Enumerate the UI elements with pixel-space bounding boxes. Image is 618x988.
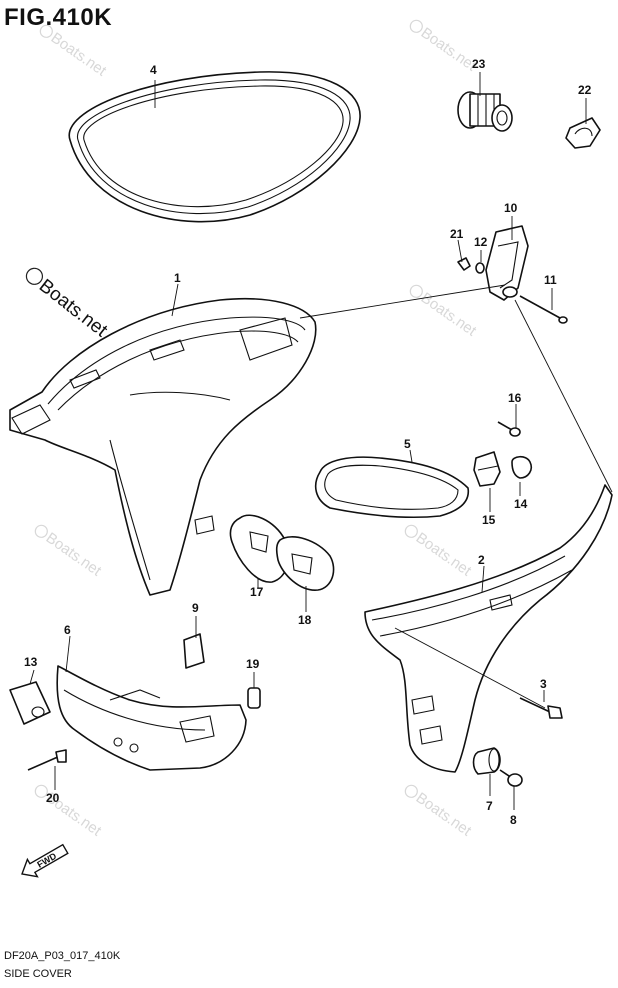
watermark: Boats.net: [34, 524, 105, 580]
callout-11: 11: [544, 273, 557, 287]
part-1-side-cover: [9, 297, 317, 596]
callout-18: 18: [298, 613, 312, 627]
figure-title: FIG.410K: [4, 4, 113, 31]
callout-12: 12: [474, 235, 488, 249]
callout-3: 3: [540, 677, 547, 691]
part-16-screw: [497, 421, 521, 437]
part-4-seal-ring: [68, 71, 361, 223]
watermark-large: Boats.net: [25, 267, 112, 342]
watermark: Boats.net: [409, 284, 480, 340]
watermark-text: Boats.net: [413, 529, 475, 580]
callout-20: 20: [46, 791, 60, 805]
watermark-text: Boats.net: [418, 289, 480, 340]
part-8-screw: [499, 769, 523, 787]
diagram-code: DF20A_P03_017_410K: [4, 950, 121, 962]
callout-15: 15: [482, 513, 496, 527]
watermark-text: Boats.net: [43, 529, 105, 580]
part-7-bushing: [472, 747, 501, 775]
callout-13: 13: [24, 655, 38, 669]
watermark-text: Boats.net: [418, 24, 480, 75]
callout-9: 9: [192, 601, 199, 615]
callout-6: 6: [64, 623, 71, 637]
part-19-pin: [247, 687, 261, 709]
part-23-grommet: [457, 91, 513, 132]
watermark: Boats.net: [409, 19, 480, 75]
callouts: 4 23 22 10 21 12 11 1 5 16 14 15 2 17 18…: [24, 57, 592, 827]
watermark: Boats.net: [39, 24, 110, 80]
callout-19: 19: [246, 657, 260, 671]
part-10-bracket: [485, 225, 529, 301]
part-9-clip: [183, 633, 205, 669]
callout-10: 10: [504, 201, 518, 215]
part-20-rivet: [27, 749, 67, 771]
callout-16: 16: [508, 391, 522, 405]
fwd-arrow-shape: [21, 843, 69, 878]
callout-5: 5: [404, 437, 411, 451]
part-12-washer: [475, 262, 485, 274]
callout-8: 8: [510, 813, 517, 827]
callout-1: 1: [174, 271, 181, 285]
part-5-gasket: [314, 456, 470, 519]
part-6-lower-cover: [56, 665, 247, 771]
watermark: Boats.net: [34, 784, 105, 840]
callout-4: 4: [150, 63, 157, 77]
part-13-grommet: [9, 681, 51, 725]
part-11-screw: [519, 295, 568, 324]
part-22-clip: [565, 117, 601, 149]
callout-14: 14: [514, 497, 528, 511]
watermark-large-text: Boats.net: [35, 275, 112, 341]
callout-2: 2: [478, 553, 485, 567]
callout-21: 21: [450, 227, 464, 241]
part-18-seal: [275, 536, 335, 591]
callout-22: 22: [578, 83, 592, 97]
watermark-text: Boats.net: [48, 29, 110, 80]
part-15-latch: [473, 451, 501, 487]
part-17-seal: [229, 514, 289, 583]
part-3-bolt: [519, 697, 563, 719]
diagram-caption: SIDE COVER: [4, 968, 72, 980]
callout-7: 7: [486, 799, 493, 813]
callout-17: 17: [250, 585, 264, 599]
callout-23: 23: [472, 57, 486, 71]
part-21-pin: [457, 257, 471, 271]
fwd-arrow: FWD: [21, 843, 69, 878]
watermark: Boats.net: [404, 524, 475, 580]
part-14-knob: [511, 455, 533, 479]
part-2-side-cover: [364, 484, 613, 773]
watermark: Boats.net: [404, 784, 475, 840]
watermark-text: Boats.net: [413, 789, 475, 840]
leader-lines: [29, 72, 613, 810]
